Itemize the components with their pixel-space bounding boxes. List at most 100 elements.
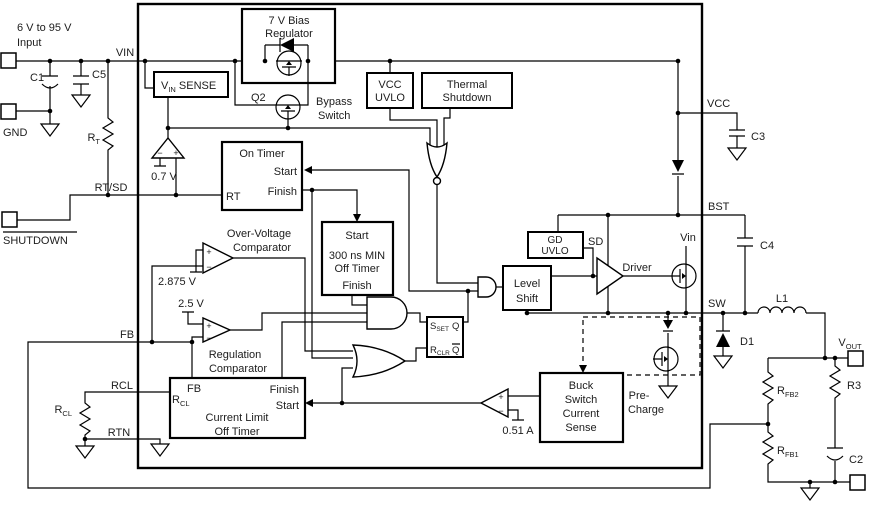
arrow-left-icon bbox=[304, 166, 312, 174]
rfb1-label: RFB1 bbox=[777, 445, 799, 459]
vout-terminal-pad bbox=[847, 350, 864, 367]
ground-icon bbox=[75, 445, 95, 459]
out-gnd-terminal-pad bbox=[849, 474, 866, 491]
pin-rtsd: RT/SD bbox=[95, 182, 128, 194]
c1-label: C1 bbox=[30, 72, 44, 84]
q2-label2: Switch bbox=[318, 110, 350, 122]
input-terminal-pad bbox=[0, 52, 17, 69]
diode-icon bbox=[672, 160, 684, 172]
gd-uvlo-wires bbox=[557, 215, 594, 276]
gd-uvlo-block: GD UVLO SD bbox=[527, 215, 603, 276]
vcc-bst-sw-section: VCC C3 BST C4 SW L1 D1 bbox=[527, 61, 826, 369]
rt-label: RT bbox=[87, 132, 100, 146]
cl-title2: Off Timer bbox=[214, 426, 259, 438]
input-label: Input bbox=[17, 37, 41, 49]
arrow-down-icon bbox=[353, 214, 361, 222]
rtsd-wire bbox=[17, 194, 222, 221]
sense-box bbox=[538, 371, 625, 444]
mosfet-icon bbox=[652, 345, 679, 373]
thermal-line2: Shutdown bbox=[443, 92, 492, 104]
sense-line3: Current bbox=[563, 408, 600, 420]
gd-uvlo-box bbox=[527, 231, 584, 259]
rcl-res-label: RCL bbox=[54, 404, 72, 418]
on-timer-title: On Timer bbox=[239, 148, 285, 160]
reg-fb-wire bbox=[191, 336, 203, 378]
plus-sign: + bbox=[498, 392, 503, 402]
ground-icon bbox=[40, 123, 60, 137]
buck-switch: Vin bbox=[670, 232, 697, 313]
off-timer-finish: Finish bbox=[342, 280, 371, 292]
reg-label1: Regulation bbox=[209, 349, 262, 361]
cl-title1: Current Limit bbox=[206, 412, 269, 424]
rcl-resistor: RCL bbox=[54, 391, 170, 439]
pin-vcc: VCC bbox=[707, 98, 730, 110]
driver-stage: Driver bbox=[596, 215, 671, 313]
bias-line1: 7 V Bias bbox=[269, 15, 310, 27]
r3-label: R3 bbox=[847, 380, 861, 392]
l1-inductor-icon bbox=[757, 306, 807, 314]
gnd-terminal-pad bbox=[0, 103, 17, 120]
over-voltage-comparator: Over-Voltage Comparator + − 2.875 V bbox=[151, 228, 353, 352]
current-limit-off-timer-block: FB RCL Finish Start Current Limit Off Ti… bbox=[168, 321, 481, 440]
latch-s-label: SSET bbox=[430, 321, 449, 333]
vcc-uvlo-box bbox=[366, 72, 414, 109]
ovc-label1: Over-Voltage bbox=[227, 228, 291, 240]
comparator-icon bbox=[202, 316, 232, 344]
comparator-icon bbox=[150, 136, 186, 159]
and-gate-icon bbox=[366, 296, 408, 330]
min-off-timer-block: Start 300 ns MIN Off Timer Finish bbox=[320, 220, 395, 306]
arrow-left-icon bbox=[305, 399, 313, 407]
minus-sign: − bbox=[206, 262, 211, 272]
thermal-out-wire bbox=[443, 108, 451, 147]
off-timer-line2: Off Timer bbox=[334, 263, 379, 275]
thermal-line1: Thermal bbox=[447, 79, 487, 91]
ref-2875-wire bbox=[190, 249, 203, 273]
ground-icon bbox=[713, 355, 733, 369]
nor-gate-icon bbox=[426, 141, 448, 179]
on-timer-start: Start bbox=[274, 166, 297, 178]
boost-diode-wires bbox=[672, 61, 684, 215]
bst-c4-wires bbox=[558, 214, 753, 313]
ovc-label2: Comparator bbox=[233, 242, 291, 254]
diode-icon bbox=[663, 320, 673, 329]
and-gate-icon bbox=[477, 276, 497, 298]
ref-0v7-label: 0.7 V bbox=[151, 171, 177, 183]
vcc-uvlo-block: VCC UVLO bbox=[366, 61, 438, 150]
ref-2875-label: 2.875 V bbox=[158, 276, 197, 288]
cl-fb-label: FB bbox=[187, 383, 201, 395]
sense-line2: Switch bbox=[565, 394, 597, 406]
precharge-section: Pre- Charge bbox=[579, 313, 701, 416]
finish-reset-branch-wire bbox=[311, 190, 353, 359]
comparator-icon bbox=[202, 241, 235, 275]
plus-sign: + bbox=[206, 247, 211, 257]
pin-sw: SW bbox=[708, 298, 726, 310]
set-wire bbox=[407, 312, 427, 323]
reg-label2: Comparator bbox=[209, 363, 267, 375]
vcc-uvlo-line1: VCC bbox=[378, 79, 401, 91]
nor-out-wire bbox=[436, 185, 478, 284]
thermal-box bbox=[421, 72, 513, 109]
junction-dots bbox=[47, 58, 838, 485]
buck-switch-current-sense-block: Buck Switch Current Sense bbox=[538, 371, 625, 444]
c4-label: C4 bbox=[760, 240, 774, 252]
comparator-icon bbox=[479, 387, 509, 419]
ovc-fb-wire bbox=[151, 265, 203, 342]
off-timer-line1: 300 ns MIN bbox=[329, 250, 385, 262]
q-out-wire bbox=[463, 291, 469, 323]
sense-line4: Sense bbox=[565, 422, 596, 434]
driver-buffer-icon bbox=[596, 256, 625, 296]
c2-label: C2 bbox=[849, 454, 863, 466]
nor-bubble-icon bbox=[432, 176, 442, 186]
level-shift-box bbox=[502, 265, 552, 311]
cl-timer-box bbox=[168, 376, 307, 440]
current-limit-comparator: + − 0.51 A bbox=[479, 387, 540, 437]
off-timer-box bbox=[320, 220, 395, 297]
vin-sense-block: VIN SENSE bbox=[144, 61, 431, 147]
pin-fb: FB bbox=[120, 329, 134, 341]
input-section: 6 V to 95 V Input GND SHUTDOWN C1 C5 RT bbox=[0, 22, 768, 489]
ref-25-label: 2.5 V bbox=[178, 298, 204, 310]
latch-box bbox=[426, 316, 464, 358]
fault-nor-gate bbox=[426, 141, 478, 284]
